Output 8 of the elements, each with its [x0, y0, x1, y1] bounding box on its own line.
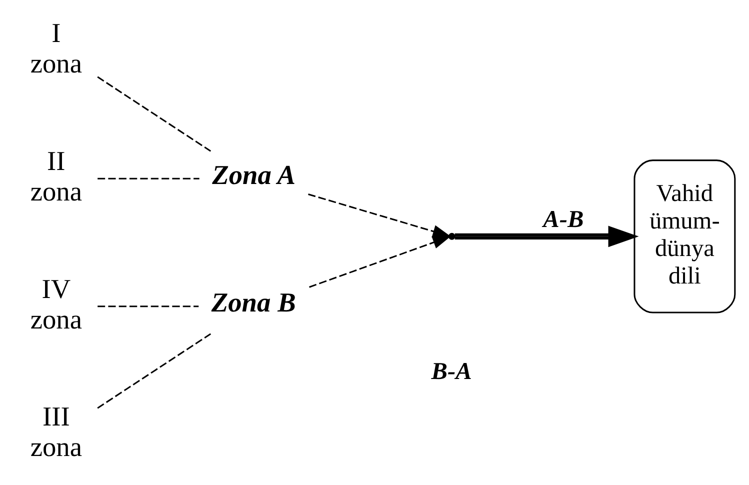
- node-text: Zona A: [212, 160, 296, 190]
- node-text: I zona: [30, 18, 82, 79]
- node-text: IV zona: [30, 274, 82, 334]
- node-text: III zona: [30, 402, 82, 462]
- node-text: II zona: [30, 146, 82, 206]
- node-text: Zona B: [210, 288, 296, 318]
- label: B-A: [430, 358, 472, 386]
- edge-label: A-B: [542, 206, 584, 233]
